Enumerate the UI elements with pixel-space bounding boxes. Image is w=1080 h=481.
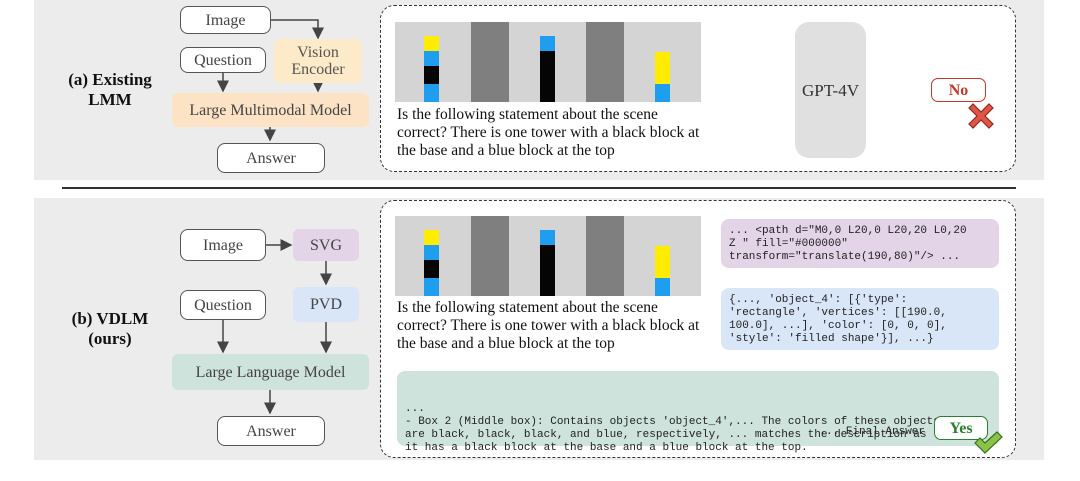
image-box: Image (180, 6, 271, 34)
answer-box: Answer (217, 143, 325, 173)
tower1-blue-block (424, 51, 439, 66)
image-box-vdlm: Image (180, 229, 266, 261)
final-answer-text: ... Final Answer (819, 426, 925, 438)
tower2-blue-block (540, 230, 555, 245)
question-box: Question (180, 47, 266, 73)
tower3-blue-block (655, 278, 670, 296)
cross-mark-icon (968, 103, 994, 129)
tower2-black-blocks (540, 245, 555, 296)
tower1-blue-block-bottom (424, 278, 439, 296)
tower3-yellow-blocks (655, 246, 670, 278)
check-mark-icon (974, 431, 1003, 454)
tower1-blue-block-bottom (424, 84, 439, 102)
lmm-box: Large Multimodal Model (172, 93, 369, 127)
llm-box: Large Language Model (172, 354, 369, 390)
existing-lmm-label: (a) Existing LMM (68, 70, 152, 109)
tower1-yellow-block (424, 36, 439, 51)
tower3-blue-block (655, 84, 670, 102)
tower2-blue-block (540, 36, 555, 51)
answer-box-vdlm: Answer (217, 416, 325, 446)
svg-box: SVG (293, 229, 359, 261)
bottom-scene-image (395, 216, 701, 296)
result-yes-badge: Yes (934, 416, 988, 440)
pvd-box: PVD (293, 287, 359, 322)
bottom-scene-question: Is the following statement about the sce… (397, 299, 700, 352)
tower1-black-block (424, 66, 439, 84)
tower1-blue-block (424, 245, 439, 260)
tower1-yellow-block (424, 230, 439, 245)
vision-encoder-box: Vision Encoder (274, 39, 362, 83)
vdlm-label: (b) VDLM (ours) (71, 309, 149, 348)
arrow-image-to-encoder (271, 19, 324, 40)
pvd-code-box: {..., 'object_4': [{'type': 'rectangle',… (721, 288, 999, 350)
reasoning-box: ... - Box 2 (Middle box): Contains objec… (397, 371, 999, 454)
result-no-badge: No (931, 78, 986, 102)
reasoning-text: ... - Box 2 (Middle box): Contains objec… (405, 403, 940, 454)
top-scene-question: Is the following statement about the sce… (397, 106, 700, 159)
tower2-black-blocks (540, 51, 555, 102)
gpt4v-box: GPT-4V (795, 22, 866, 158)
top-scene-image (395, 22, 701, 102)
tower1-black-block (424, 260, 439, 278)
svg-code-box: ... <path d="M0,0 L20,0 L20,20 L0,20 Z "… (721, 219, 999, 268)
question-box-vdlm: Question (180, 290, 266, 320)
tower3-yellow-blocks (655, 52, 670, 84)
panel-divider (62, 187, 1016, 189)
